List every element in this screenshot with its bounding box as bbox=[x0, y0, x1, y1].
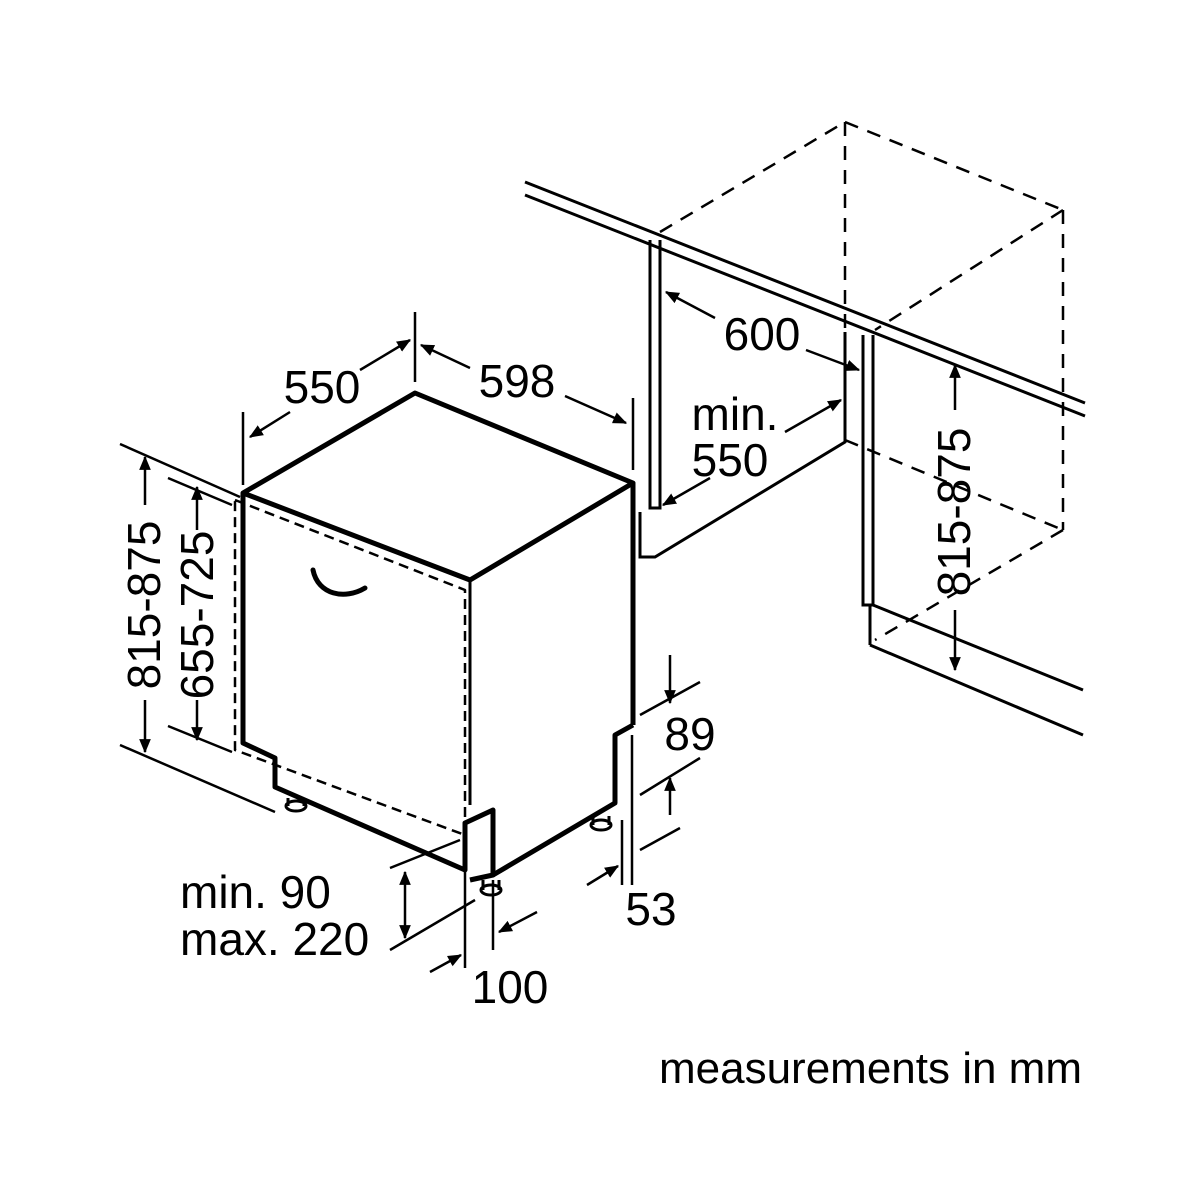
label-door-height: 655-725 bbox=[171, 531, 223, 700]
label-niche-depth-line1: min. bbox=[692, 388, 779, 440]
label-plinth-height-line2: max. 220 bbox=[180, 913, 369, 965]
countertop-line-lower bbox=[524, 193, 1086, 418]
label-depth: 550 bbox=[284, 361, 361, 413]
countertop-line-upper bbox=[524, 180, 1086, 405]
label-niche-depth-line2: 550 bbox=[692, 434, 769, 486]
dimension-lines bbox=[119, 290, 961, 974]
right-cabinet-base bbox=[872, 603, 1084, 692]
door-panel-dashed bbox=[233, 498, 467, 837]
label-height-niche: 815-875 bbox=[928, 428, 980, 597]
left-cabinet-panel bbox=[648, 240, 662, 510]
foot-left-icon bbox=[284, 799, 308, 813]
dishwasher bbox=[233, 390, 636, 897]
label-plinth-recess: 53 bbox=[625, 883, 676, 935]
label-plinth-height-line1: min. 90 bbox=[180, 866, 331, 918]
door-handle-icon bbox=[310, 567, 368, 597]
niche-dashed-outline bbox=[659, 120, 1065, 642]
left-cabinet-base bbox=[638, 332, 847, 559]
label-height-left: 815-875 bbox=[118, 521, 170, 690]
niche bbox=[524, 120, 1086, 737]
dishwasher-door-outline bbox=[240, 493, 496, 883]
dishwasher-top bbox=[240, 390, 636, 583]
label-width: 598 bbox=[479, 355, 556, 407]
label-plinth-offset: 100 bbox=[472, 961, 549, 1013]
label-niche-width: 600 bbox=[724, 308, 801, 360]
dishwasher-right-side bbox=[491, 722, 635, 878]
label-plinth-top: 89 bbox=[664, 708, 715, 760]
right-cabinet-panel bbox=[861, 335, 875, 607]
foot-right-icon bbox=[589, 818, 613, 832]
footer-note: measurements in mm bbox=[659, 1044, 1082, 1093]
foot-front-icon bbox=[479, 883, 503, 897]
right-cabinet-plinth bbox=[869, 643, 1084, 737]
